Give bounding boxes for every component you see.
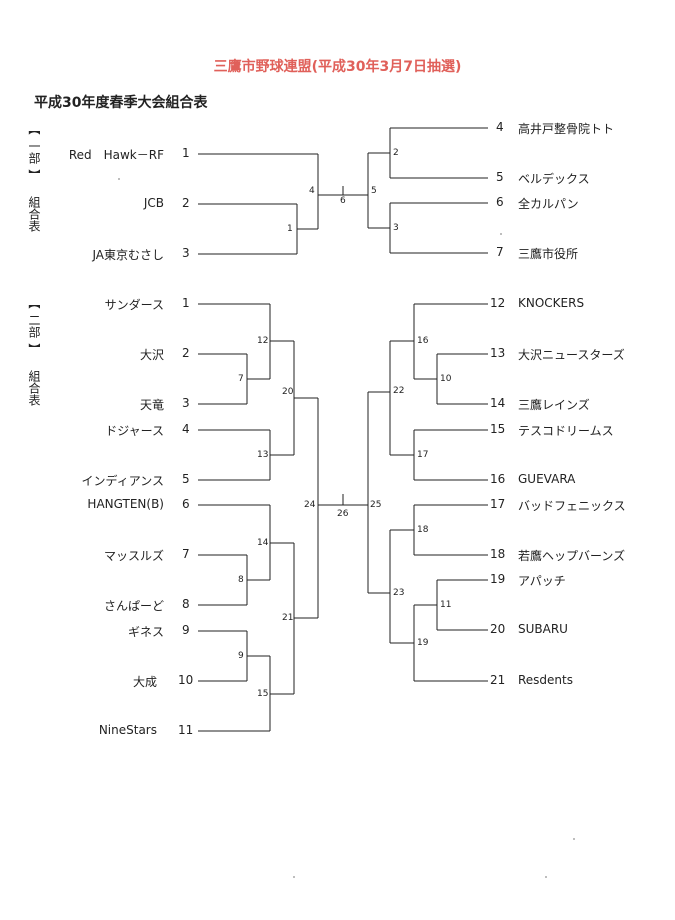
match-number: 19 <box>417 638 429 648</box>
match-number: 25 <box>370 500 382 510</box>
team-number: 9 <box>182 623 190 637</box>
team-number: 1 <box>182 296 190 310</box>
team-number: 4 <box>496 120 504 134</box>
team-number: 11 <box>178 723 194 737</box>
team-name: HANGTEN(B) <box>87 497 164 511</box>
match-number: 23 <box>393 588 405 598</box>
match-number: 14 <box>257 538 269 548</box>
team-number: 16 <box>490 472 506 486</box>
scan-speck <box>118 178 120 180</box>
team-number: 3 <box>182 246 190 260</box>
team-number: 13 <box>490 346 506 360</box>
team-name: バッドフェニックス <box>518 499 626 513</box>
team-number: 10 <box>178 673 194 687</box>
team-name: 全カルパン <box>518 197 579 211</box>
team-number: 12 <box>490 296 506 310</box>
section2-label: 【 二部 】 組合表 <box>26 296 42 406</box>
team-name: 高井戸整骨院トト <box>518 122 615 136</box>
match-number: 24 <box>304 500 316 510</box>
team-name: 大沢ニュースターズ <box>518 348 625 362</box>
match-number: 16 <box>417 336 429 346</box>
section1-label: 【 一部 】 組合表 <box>26 122 42 232</box>
match-number: 13 <box>257 450 269 460</box>
team-name: ベルデックス <box>518 172 590 186</box>
scan-speck <box>500 233 502 235</box>
match-number: 10 <box>440 374 452 384</box>
team-name: SUBARU <box>518 622 568 636</box>
section2-division: 二部 <box>27 314 41 338</box>
match-number: 21 <box>282 613 294 623</box>
match-number: 9 <box>238 651 244 661</box>
team-name: 大成 <box>132 675 157 689</box>
team-number: 5 <box>496 170 504 184</box>
match-number: 8 <box>238 575 244 585</box>
team-name: 天竜 <box>139 398 164 412</box>
team-number: 6 <box>182 497 190 511</box>
scan-speck <box>293 876 295 878</box>
team-name: ギネス <box>127 625 164 639</box>
match-number: 3 <box>393 223 399 233</box>
match-number: 7 <box>238 374 244 384</box>
page-title: 三鷹市野球連盟(平成30年3月7日抽選) <box>213 59 462 75</box>
section1-division: 一部 <box>27 140 41 164</box>
team-number: 4 <box>182 422 190 436</box>
scan-speck <box>545 876 547 878</box>
match-number: 20 <box>282 387 294 397</box>
team-name: 若鷹ヘップバーンズ <box>518 549 626 563</box>
team-name: マッスルズ <box>103 549 164 563</box>
team-number: 14 <box>490 396 506 410</box>
team-number: 8 <box>182 597 190 611</box>
team-number: 7 <box>182 547 190 561</box>
match-number: 1 <box>287 224 293 234</box>
team-number: 3 <box>182 396 190 410</box>
match-number: 12 <box>257 336 269 346</box>
team-name: サンダース <box>104 298 164 312</box>
match-number: 26 <box>337 509 349 519</box>
team-name: JCB <box>143 196 164 210</box>
match-number: 4 <box>309 186 315 196</box>
team-name: GUEVARA <box>518 472 576 486</box>
team-number: 5 <box>182 472 190 486</box>
team-name: NineStars <box>98 723 157 737</box>
team-number: 18 <box>490 547 506 561</box>
match-number: 18 <box>417 525 429 535</box>
team-name: テスコドリームス <box>518 424 614 438</box>
match-number: 5 <box>371 186 377 196</box>
scan-speck <box>573 838 575 840</box>
team-number: 19 <box>490 572 506 586</box>
team-number: 15 <box>490 422 506 436</box>
match-number: 11 <box>440 600 452 610</box>
match-number: 2 <box>393 148 399 158</box>
match-number: 22 <box>393 386 405 396</box>
team-number: 1 <box>182 146 190 160</box>
match-number: 17 <box>417 450 429 460</box>
team-number: 17 <box>490 497 506 511</box>
team-name: 三鷹レインズ <box>518 398 590 412</box>
team-name: Resdents <box>518 673 573 687</box>
team-number: 20 <box>490 622 506 636</box>
team-name: アパッチ <box>518 574 566 588</box>
section2-table-label: 組合表 <box>27 370 41 406</box>
team-name: ドジャース <box>105 424 164 438</box>
team-number: 2 <box>182 196 190 210</box>
team-number: 21 <box>490 673 506 687</box>
team-name: KNOCKERS <box>518 296 585 310</box>
team-name: 三鷹市役所 <box>518 247 579 261</box>
team-number: 7 <box>496 245 504 259</box>
team-number: 2 <box>182 346 190 360</box>
team-name: インディアンス <box>81 474 164 488</box>
match-number: 15 <box>257 689 269 699</box>
team-name: 大沢 <box>139 348 164 362</box>
team-name: Red Hawk－RF <box>68 148 164 162</box>
team-name: さんぱーど <box>103 599 164 613</box>
team-number: 6 <box>496 195 504 209</box>
section1-table-label: 組合表 <box>27 196 41 232</box>
team-name: JA東京むさし <box>92 248 164 262</box>
page-subtitle: 平成30年度春季大会組合表 <box>34 95 208 111</box>
match-number: 6 <box>340 196 346 206</box>
